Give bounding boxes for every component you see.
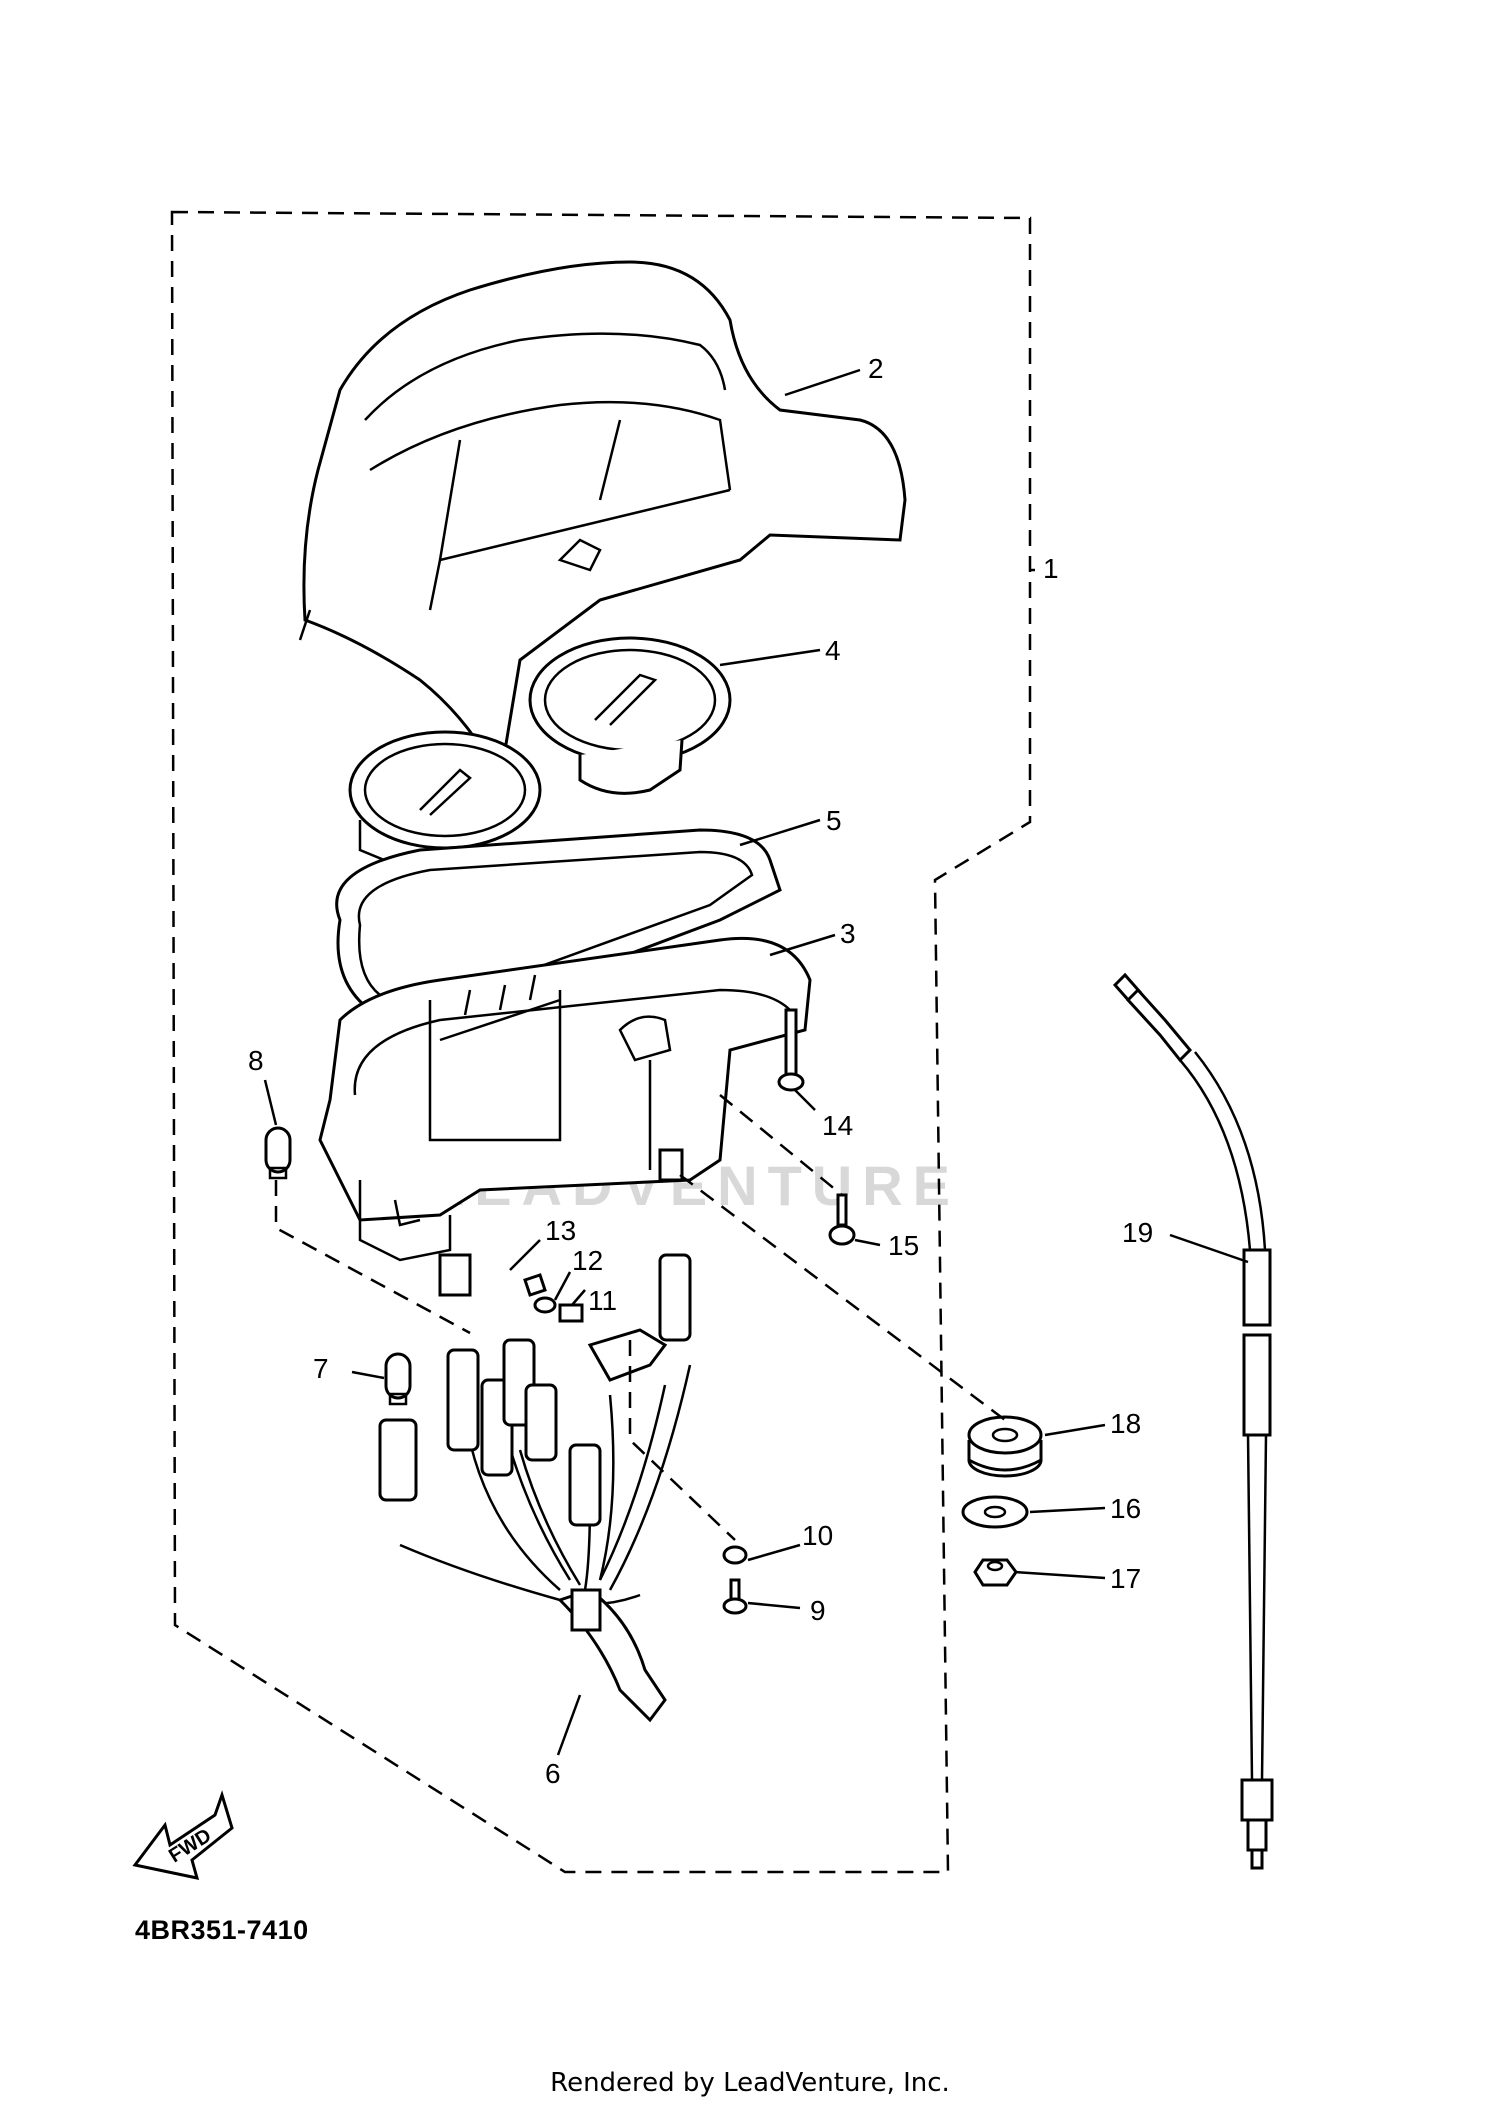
callout-15: 15 xyxy=(888,1230,919,1261)
diagram-code: 4BR351-7410 xyxy=(135,1915,309,1945)
callout-12: 12 xyxy=(572,1245,603,1276)
callout-6: 6 xyxy=(545,1758,561,1789)
callouts: 1 2 3 4 5 6 7 8 9 10 11 12 13 14 15 16 1… xyxy=(248,353,1153,1789)
callout-9: 9 xyxy=(810,1595,826,1626)
callout-18: 18 xyxy=(1110,1408,1141,1439)
screw-14 xyxy=(777,1008,805,1092)
callout-1: 1 xyxy=(1043,553,1059,584)
meter-case xyxy=(318,936,812,1297)
speedometer-cable xyxy=(1112,972,1274,1870)
callout-13: 13 xyxy=(545,1215,576,1246)
callout-4: 4 xyxy=(825,635,841,666)
nut-17 xyxy=(973,1558,1018,1587)
fwd-arrow-icon: FWD xyxy=(132,1790,234,1880)
callout-19: 19 xyxy=(1122,1217,1153,1248)
callout-7: 7 xyxy=(313,1353,329,1384)
screw-9 xyxy=(722,1578,748,1615)
gauge-assembly xyxy=(348,636,732,942)
render-credit: Rendered by LeadVenture, Inc. xyxy=(550,2068,950,2098)
leader-lines xyxy=(263,368,1249,1756)
callout-11: 11 xyxy=(588,1285,617,1316)
washer-16 xyxy=(961,1495,1029,1529)
screw-11 xyxy=(558,1303,584,1323)
callout-8: 8 xyxy=(248,1045,264,1076)
callout-17: 17 xyxy=(1110,1563,1141,1594)
gasket xyxy=(335,828,782,1022)
assembly-boundary xyxy=(170,210,1032,1874)
callout-10: 10 xyxy=(802,1520,833,1551)
callout-3: 3 xyxy=(840,918,856,949)
callout-16: 16 xyxy=(1110,1493,1141,1524)
bulb-7 xyxy=(384,1352,412,1406)
bulb-8 xyxy=(264,1126,292,1180)
screw-15 xyxy=(828,1193,856,1246)
callout-2: 2 xyxy=(868,353,884,384)
clip-13 xyxy=(523,1273,547,1297)
callout-5: 5 xyxy=(826,805,842,836)
washer-10 xyxy=(722,1545,748,1565)
washer-12 xyxy=(533,1296,557,1314)
wire-harness xyxy=(378,1253,692,1723)
grommet-18 xyxy=(967,1415,1043,1478)
meter-cover xyxy=(298,260,907,785)
callout-14: 14 xyxy=(822,1110,853,1141)
